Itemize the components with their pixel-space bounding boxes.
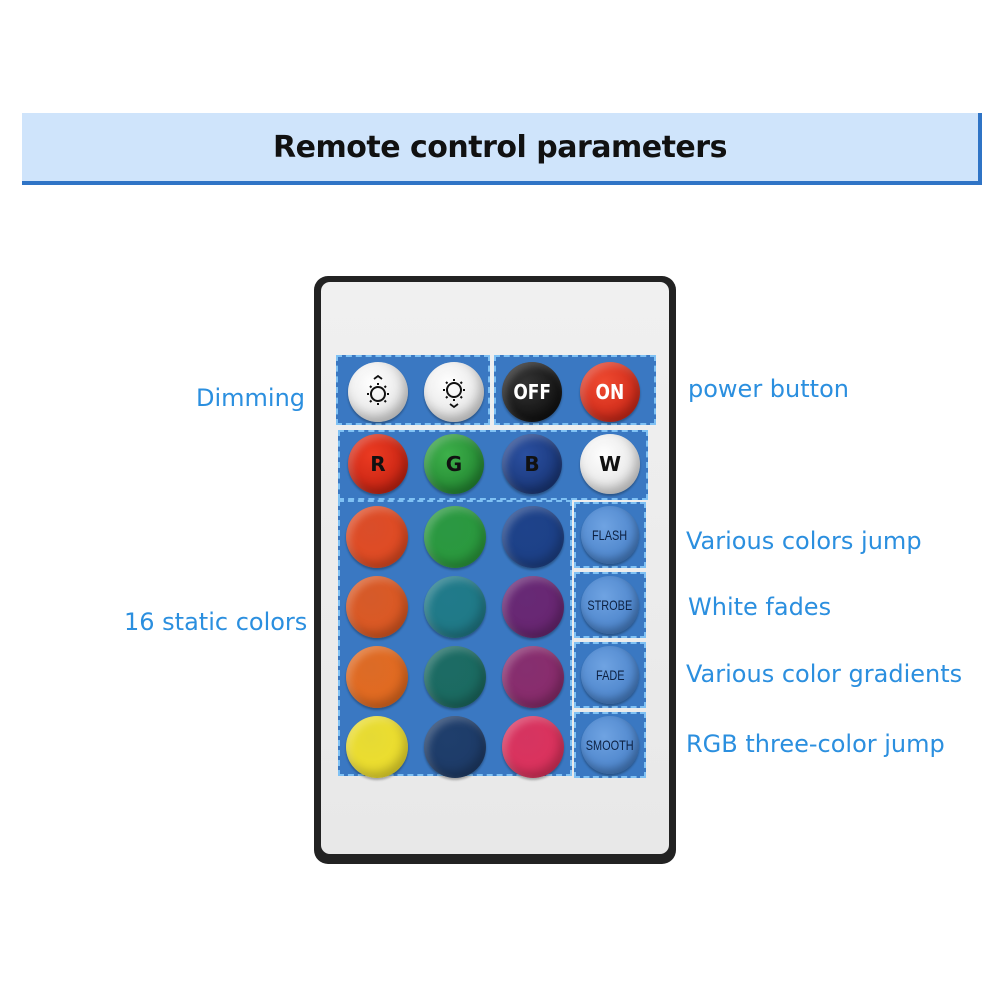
static-color-button[interactable] [502,506,564,568]
fade-label: FADE [595,667,625,683]
brightness-down-icon [443,379,465,409]
page-title: Remote control parameters [273,129,727,165]
brightness-up-icon [367,375,389,405]
flash-desc-label: Various colors jump [686,527,922,555]
static-color-button[interactable] [424,646,486,708]
dimming-label: Dimming [196,384,306,412]
on-label: ON [595,380,625,404]
static-color-button[interactable] [502,716,564,778]
flash-button[interactable]: FLASH [581,506,639,564]
white-button[interactable]: W [580,434,640,494]
static-color-button[interactable] [502,646,564,708]
blue-label: B [524,452,540,476]
strobe-desc-label: White fades [688,593,832,621]
green-label: G [445,452,463,476]
smooth-button[interactable]: SMOOTH [581,716,639,774]
off-label: OFF [513,380,551,404]
title-banner: Remote control parameters [22,113,982,185]
strobe-button[interactable]: STROBE [581,576,639,634]
static-color-button[interactable] [346,716,408,778]
fade-button[interactable]: FADE [581,646,639,704]
power-button-label: power button [688,375,849,403]
white-label: W [598,452,622,476]
smooth-label: SMOOTH [586,737,634,753]
off-button[interactable]: OFF [502,362,562,422]
green-button[interactable]: G [424,434,484,494]
static-color-button[interactable] [424,576,486,638]
smooth-desc-label: RGB three-color jump [686,730,945,758]
static-color-button[interactable] [424,716,486,778]
static-color-button[interactable] [346,646,408,708]
static-color-button[interactable] [502,576,564,638]
strobe-label: STROBE [587,597,633,613]
on-button[interactable]: ON [580,362,640,422]
static-colors-label: 16 static colors [124,608,308,636]
fade-desc-label: Various color gradients [686,660,963,688]
static-color-button[interactable] [424,506,486,568]
red-button[interactable]: R [348,434,408,494]
blue-button[interactable]: B [502,434,562,494]
static-color-button[interactable] [346,576,408,638]
brightness-down-button[interactable] [424,362,484,422]
flash-label: FLASH [592,527,628,543]
red-label: R [370,452,386,476]
static-color-button[interactable] [346,506,408,568]
brightness-up-button[interactable] [348,362,408,422]
